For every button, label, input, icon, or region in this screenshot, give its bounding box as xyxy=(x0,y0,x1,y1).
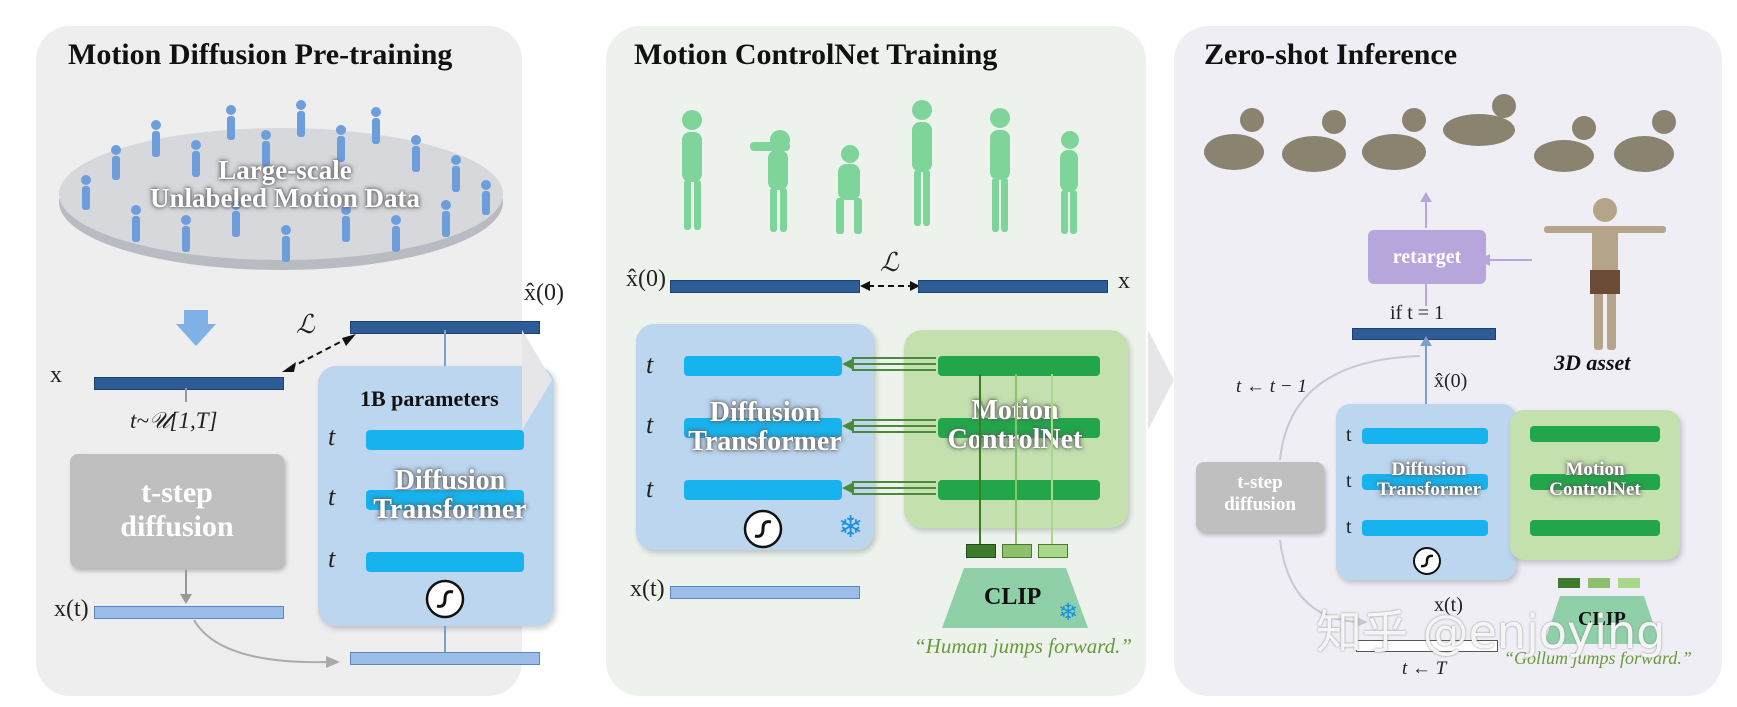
3d-asset-label: 3D asset xyxy=(1554,350,1631,375)
condition-label: if t = 1 xyxy=(1390,302,1445,324)
watermark: 知乎 @enjoying xyxy=(1316,605,1666,659)
t-label-3: t xyxy=(328,544,336,573)
transformer-label-2: Diffusion Transformer xyxy=(688,397,842,458)
xt-label-3: x(t) xyxy=(1434,594,1463,616)
token-bar-5 xyxy=(684,418,842,438)
token-bar-8 xyxy=(1362,474,1488,490)
controlnet-label-2: Motion ControlNet xyxy=(1549,459,1641,500)
green-motion-figures xyxy=(682,100,1079,234)
xhat-label-3: x̂(0) xyxy=(1434,370,1468,392)
text-prompt-2: “Gollum jumps forward.” xyxy=(1504,648,1692,668)
t-step-diffusion-box: t-step diffusion xyxy=(70,454,284,568)
clip-encoder-block xyxy=(942,568,1088,628)
clip-token-6 xyxy=(1618,578,1640,588)
chevron-right-icon xyxy=(522,330,552,430)
integral-icon xyxy=(425,579,465,619)
retarget-button: retarget xyxy=(1368,230,1486,284)
clip-token-4 xyxy=(1558,578,1580,588)
token-bar-4 xyxy=(684,356,842,376)
update-label: t ← t − 1 xyxy=(1236,376,1307,397)
t-label-8: t xyxy=(1346,470,1352,492)
chevron-right-icon-2 xyxy=(1148,330,1174,430)
sampling-label: t~𝒰[1,T] xyxy=(130,408,218,433)
t-label-7: t xyxy=(1346,424,1352,446)
ctrl-token-2 xyxy=(938,418,1100,438)
panel-title-pretraining: Motion Diffusion Pre-training xyxy=(68,38,453,71)
ctrl-token-4 xyxy=(1530,426,1660,442)
clip-token-5 xyxy=(1588,578,1610,588)
transformer-label-3: Diffusion Transformer xyxy=(1376,459,1482,500)
x-input-bar xyxy=(94,377,284,390)
t-label-4: t xyxy=(646,350,654,379)
flow-arrows xyxy=(180,388,340,668)
token-bar-2 xyxy=(366,490,524,510)
xt-label: x(t) xyxy=(54,596,89,622)
xhat-label: x̂(0) xyxy=(524,280,564,306)
x-label-2: x xyxy=(1118,268,1130,294)
gollum-sequence xyxy=(1204,94,1676,172)
ctrl-token-1 xyxy=(938,356,1100,376)
clip-token-3 xyxy=(1038,544,1068,558)
clip-encoder-block-2 xyxy=(1544,596,1660,644)
t-label-9: t xyxy=(1346,516,1352,538)
motion-data-label: Large-scale Unlabeled Motion Data xyxy=(150,155,420,214)
params-label: 1B parameters xyxy=(360,386,499,411)
xhat-bar-2 xyxy=(670,280,860,293)
ctrl-token-5 xyxy=(1530,474,1660,490)
x-label: x xyxy=(50,362,62,388)
init-label: t ← T xyxy=(1402,658,1447,679)
clip-label: CLIP xyxy=(984,584,1042,610)
clip-token-2 xyxy=(1002,544,1032,558)
transformer-io-arrows xyxy=(444,330,446,652)
token-bar-1 xyxy=(366,430,524,450)
token-bar-7 xyxy=(1362,428,1488,444)
controlnet-connections xyxy=(842,357,936,495)
t-label-5: t xyxy=(646,410,654,439)
integral-icon-2 xyxy=(743,509,783,549)
motion-data-illustration xyxy=(59,100,503,270)
controlnet-label: Motion ControlNet xyxy=(947,395,1083,456)
xt-label-2: x(t) xyxy=(630,576,665,602)
xhat-up-arrow xyxy=(1420,336,1432,406)
clip-label-2: CLIP xyxy=(1578,608,1626,630)
down-arrow-icon xyxy=(176,310,216,346)
xhat-label-2: x̂(0) xyxy=(626,266,666,292)
token-bar-6 xyxy=(684,480,842,500)
loss-label-2: ℒ xyxy=(880,248,899,277)
panel-title-inference: Zero-shot Inference xyxy=(1204,38,1458,71)
xt-bar-3 xyxy=(1356,640,1498,652)
transformer-label: Diffusion Transformer xyxy=(373,465,527,526)
ctrl-token-3 xyxy=(938,480,1100,500)
t-label-6: t xyxy=(646,474,654,503)
integral-icon-3 xyxy=(1413,547,1441,575)
clip-to-controlnet-lines xyxy=(979,374,1053,544)
3d-asset-figure xyxy=(1544,198,1666,350)
panel-title-controlnet: Motion ControlNet Training xyxy=(634,38,998,71)
x-bar-2 xyxy=(918,280,1108,293)
ctrl-token-6 xyxy=(1530,520,1660,536)
token-bar-9 xyxy=(1362,520,1488,536)
xt-bar xyxy=(94,606,284,619)
t-label-1: t xyxy=(328,422,336,451)
clip-token-1 xyxy=(966,544,996,558)
xt-bar-2 xyxy=(670,586,860,599)
snowflake-icon: ❄ xyxy=(838,510,864,545)
t-label-2: t xyxy=(328,482,336,511)
token-bar-3 xyxy=(366,552,524,572)
t-step-diffusion-box-2: t-step diffusion xyxy=(1196,462,1324,532)
text-prompt: “Human jumps forward.” xyxy=(914,634,1133,658)
transformer-input-bar xyxy=(350,652,540,665)
snowflake-icon-2: ❄ xyxy=(1058,598,1079,626)
loss-arrow xyxy=(282,334,356,372)
loss-arrow-2 xyxy=(860,281,920,291)
loss-label: ℒ xyxy=(296,310,315,339)
loop-arrow xyxy=(1279,355,1421,628)
